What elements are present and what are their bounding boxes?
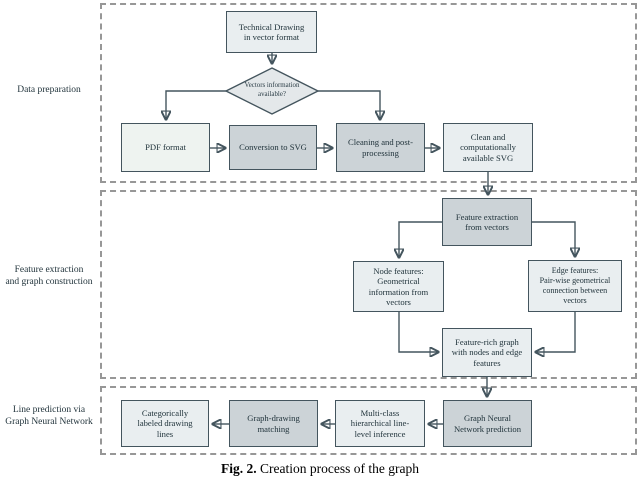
- node-gnn-prediction-label: Graph Neural Network prediction: [453, 413, 522, 434]
- node-feature-extraction: Feature extraction from vectors: [442, 198, 532, 246]
- node-cleaning-postprocessing-label: Cleaning and post- processing: [348, 137, 413, 158]
- section-label-feature-extraction: Feature extraction and graph constructio…: [5, 265, 93, 287]
- node-feature-extraction-label: Feature extraction from vectors: [455, 211, 519, 232]
- node-pdf-format: PDF format: [121, 123, 210, 172]
- connector-featureextraction-to-edgefeatures: [532, 221, 575, 256]
- node-technical-drawing-label: Technical Drawing in vector format: [238, 21, 305, 42]
- section-label-line-prediction: Line prediction via Graph Neural Network: [5, 405, 93, 427]
- section-frame-line-prediction: [100, 386, 637, 455]
- node-cleaning-postprocessing: Cleaning and post- processing: [336, 123, 425, 172]
- node-technical-drawing: Technical Drawing in vector format: [226, 11, 317, 53]
- node-categorically-labeled-lines: Categorically labeled drawing lines: [121, 400, 209, 447]
- node-clean-svg-label: Clean and computationally available SVG: [460, 131, 516, 163]
- connector-featureextraction-to-nodefeatures: [399, 221, 442, 257]
- node-edge-features-label: Edge features: Pair-wise geometrical con…: [539, 266, 611, 305]
- node-clean-svg: Clean and computationally available SVG: [443, 123, 533, 172]
- figure-caption-prefix: Fig. 2.: [221, 461, 257, 476]
- node-feature-rich-graph-label: Feature-rich graph with nodes and edge f…: [451, 336, 523, 368]
- node-node-features-label: Node features: Geometrical information f…: [368, 265, 429, 307]
- section-label-data-preparation: Data preparation: [17, 85, 81, 95]
- node-node-features: Node features: Geometrical information f…: [353, 261, 444, 312]
- connector-edgefeatures-to-featurerich: [536, 312, 576, 352]
- connector-diamond-to-pdf: [166, 90, 226, 119]
- figure-caption-text: Creation process of the graph: [256, 461, 419, 476]
- node-graph-drawing-matching-label: Graph-drawing matching: [247, 413, 300, 434]
- node-categorically-labeled-lines-label: Categorically labeled drawing lines: [137, 407, 193, 439]
- node-conversion-to-svg-label: Conversion to SVG: [239, 142, 307, 153]
- node-conversion-to-svg: Conversion to SVG: [229, 125, 317, 170]
- node-edge-features: Edge features: Pair-wise geometrical con…: [528, 260, 622, 312]
- decision-diamond-label: Vectors information available?: [244, 82, 300, 98]
- node-feature-rich-graph: Feature-rich graph with nodes and edge f…: [442, 328, 532, 377]
- node-multiclass-inference: Multi-class hierarchical line- level inf…: [335, 400, 425, 447]
- connector-nodefeatures-to-featurerich: [398, 312, 438, 352]
- node-graph-drawing-matching: Graph-drawing matching: [229, 400, 318, 447]
- decision-diamond: [224, 67, 320, 115]
- connector-diamond-to-cleaning: [318, 90, 380, 119]
- node-pdf-format-label: PDF format: [145, 142, 186, 153]
- node-gnn-prediction: Graph Neural Network prediction: [443, 400, 532, 447]
- section-frame-data-preparation: [100, 3, 637, 183]
- node-multiclass-inference-label: Multi-class hierarchical line- level inf…: [350, 407, 410, 439]
- section-frame-feature-extraction: [100, 190, 637, 379]
- figure-caption: Fig. 2. Creation process of the graph: [0, 461, 640, 477]
